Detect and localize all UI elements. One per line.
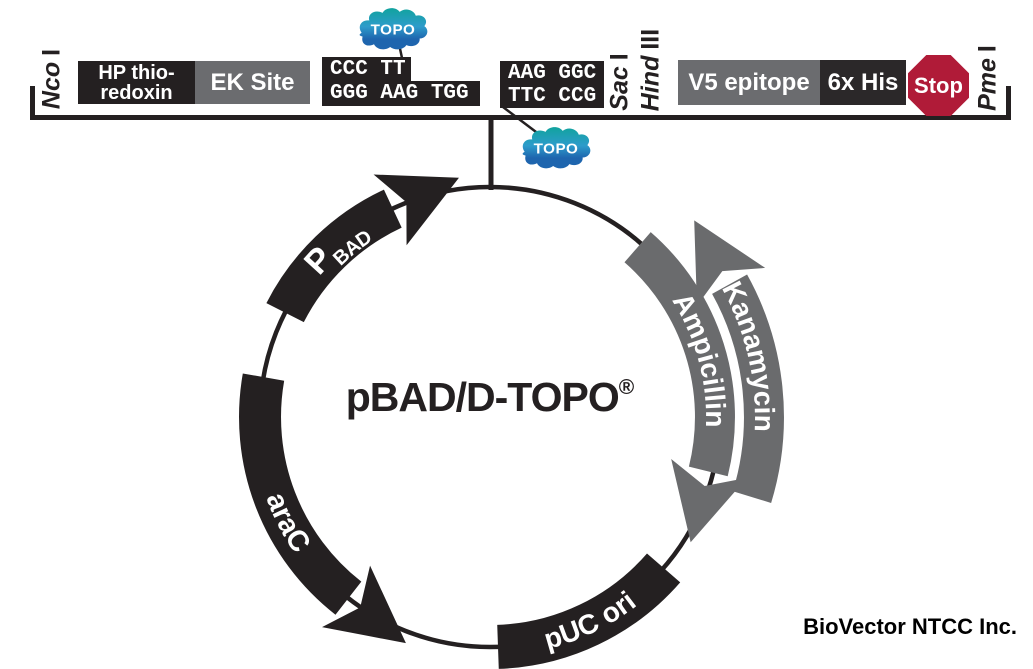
registered-mark: ® <box>618 376 635 400</box>
pbad-promoter-arrow <box>266 174 459 323</box>
topo-cloud-bottom: TOPO <box>522 127 591 169</box>
v5-epitope-label: V5 epitope <box>688 68 810 96</box>
kanamycin-resistance-arrow <box>694 220 784 503</box>
thioredoxin-line1: HP thio- <box>98 61 175 84</box>
plasmid-name-text: pBAD/D-TOPO <box>345 374 620 420</box>
plasmid-title: pBAD/D-TOPO® <box>283 374 697 421</box>
restriction-site-sac-i: Sac I <box>606 53 635 110</box>
v5-epitope-box: V5 epitope <box>678 60 820 105</box>
arac-gene-arrow <box>239 373 406 644</box>
overhang-left-top-strand: CCC TT <box>322 57 411 81</box>
stop-label: Stop <box>914 72 963 98</box>
sequence-text: GGG AAG TGG <box>330 82 469 105</box>
restriction-site-pme-i: Pme I <box>974 45 1003 111</box>
ek-site-label: EK Site <box>210 68 295 96</box>
topo-label: TOPO <box>371 22 416 39</box>
site-name: Nco <box>37 61 66 110</box>
site-numeral: I <box>37 48 66 56</box>
ek-site-box: EK Site <box>195 61 310 104</box>
sequence-text: TTC CCG <box>508 84 597 108</box>
site-numeral: I <box>605 53 634 61</box>
site-name: Pme <box>973 58 1002 111</box>
topo-label: TOPO <box>534 141 579 158</box>
site-name: Sac <box>605 66 634 111</box>
topo-cloud-top: TOPO <box>359 8 428 50</box>
thioredoxin-line2: redoxin <box>100 81 173 104</box>
site-numeral: III <box>636 28 665 50</box>
puc-ori-segment <box>496 553 681 669</box>
thioredoxin-box: HP thio- redoxin <box>78 61 195 104</box>
company-credit: BioVector NTCC Inc. <box>803 614 1017 639</box>
restriction-site-nco-i: Nco I <box>38 49 67 109</box>
site-numeral: I <box>973 45 1002 53</box>
stop-codon-sign: Stop <box>908 55 969 116</box>
overhang-right-sequence: AAG GGC TTC CCG <box>500 61 604 108</box>
sequence-text: AAG GGC <box>508 61 597 85</box>
overhang-left-bottom-strand: GGG AAG TGG <box>322 81 480 106</box>
his-tag-box: 6x His <box>820 60 906 105</box>
sequence-text: CCC TT <box>330 57 406 81</box>
ampicillin-resistance-arrow <box>624 232 747 543</box>
restriction-site-hind-iii: Hind III <box>637 29 666 111</box>
site-name: Hind <box>636 55 665 112</box>
linear-backbone-line <box>30 86 1011 120</box>
his-tag-label: 6x His <box>827 68 899 96</box>
